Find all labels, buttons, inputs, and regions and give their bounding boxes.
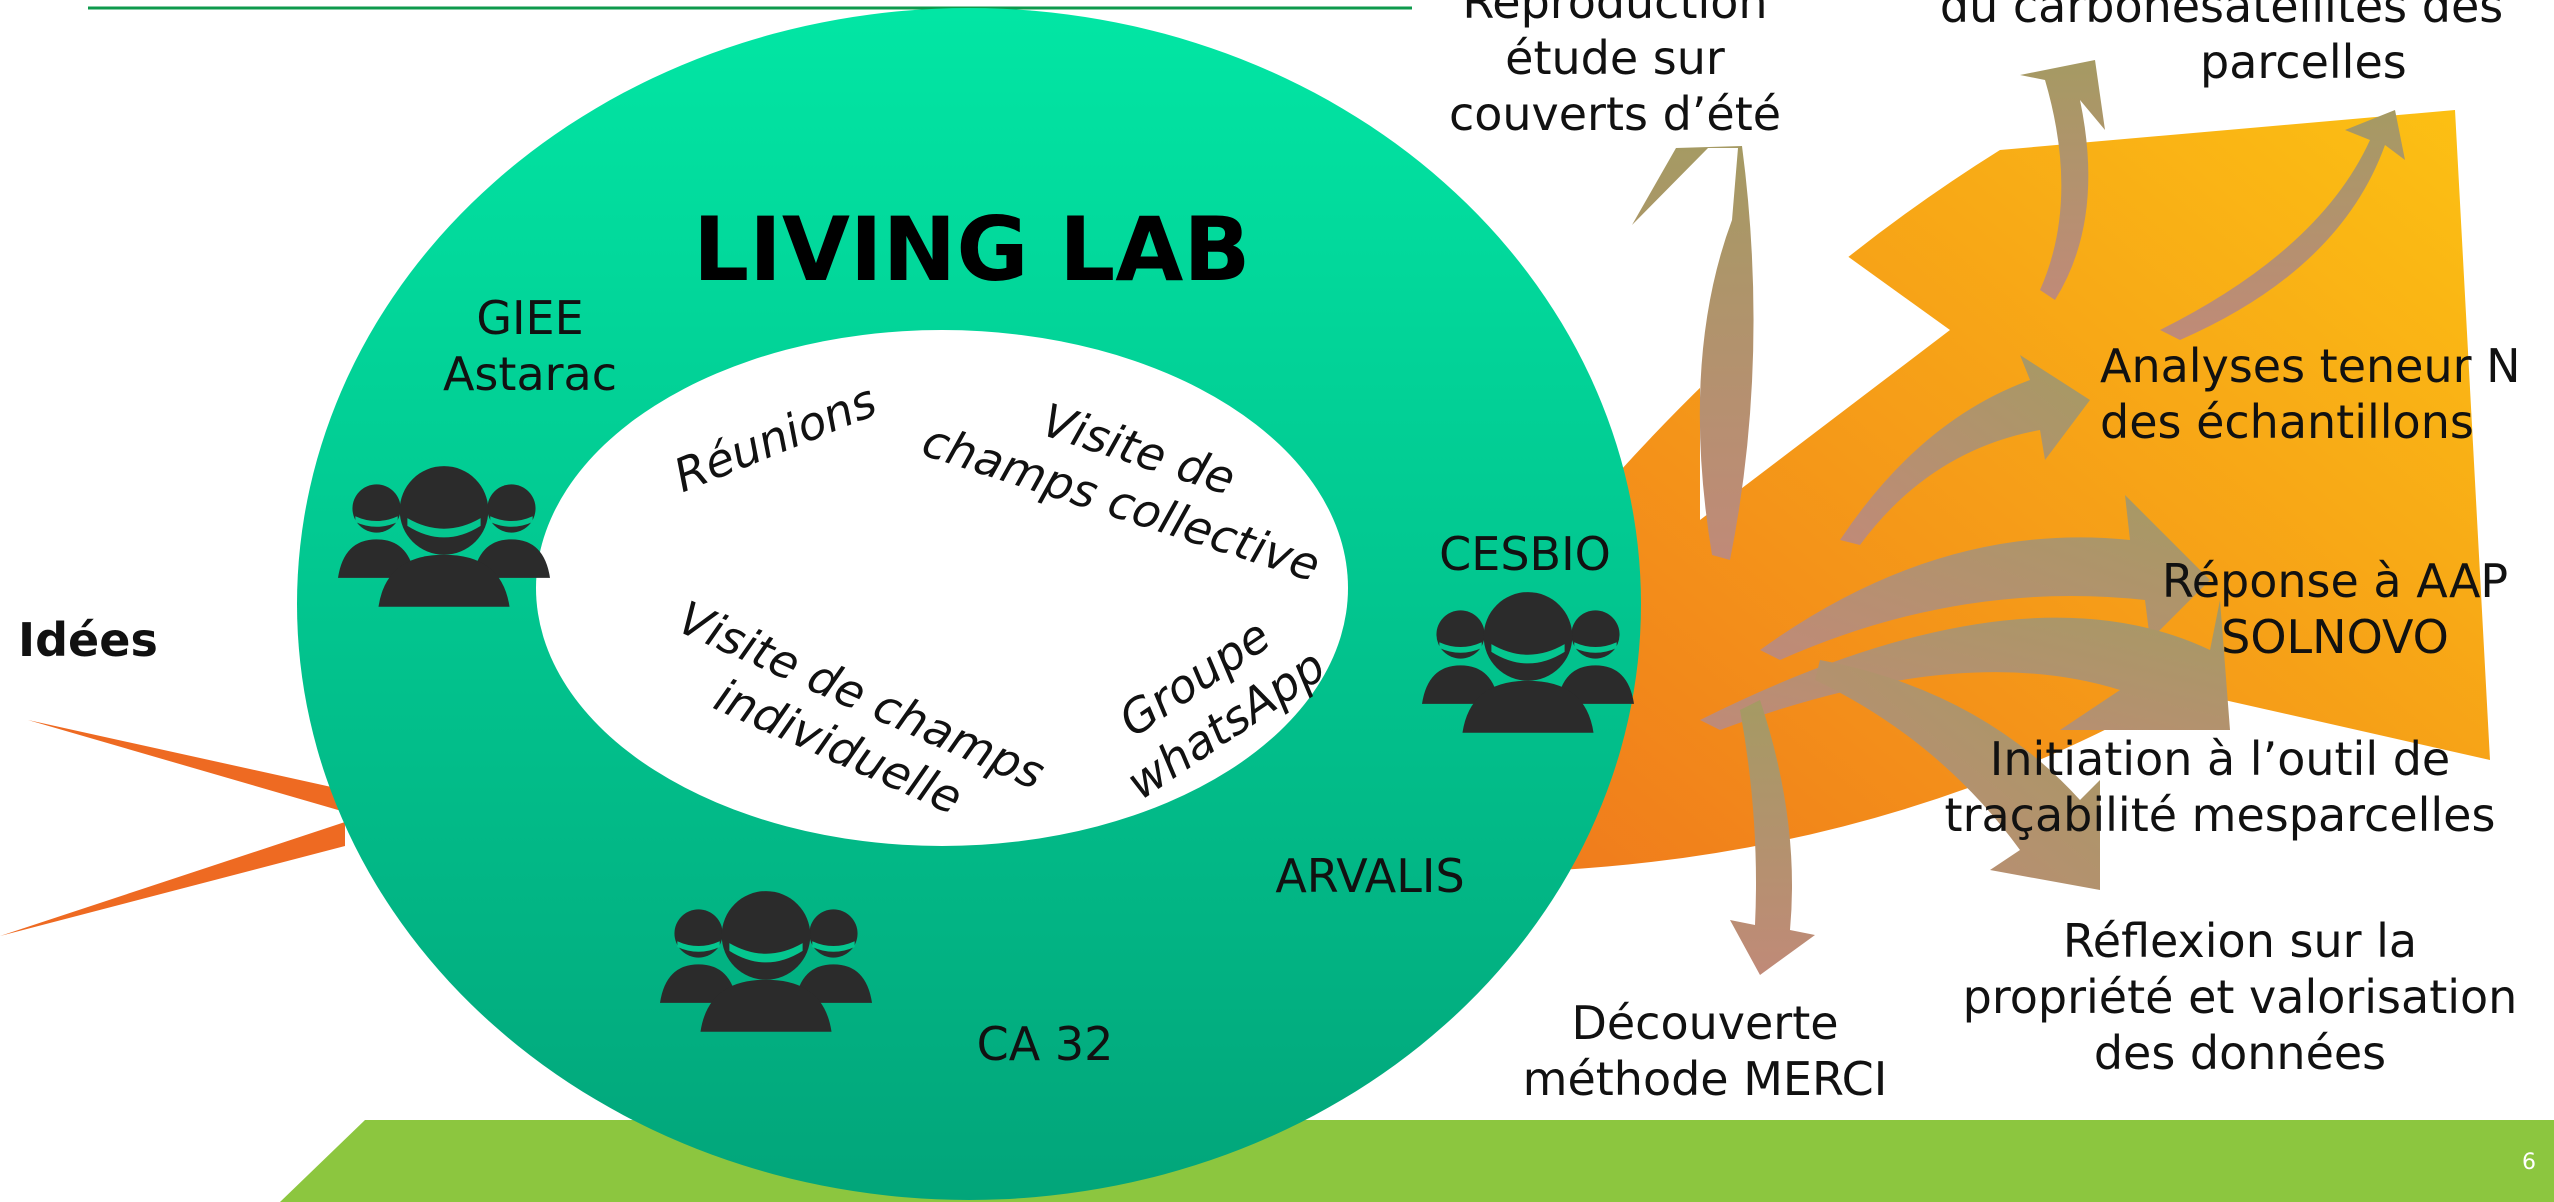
- input-label: Idées: [18, 613, 158, 667]
- arrow-carbone: [2020, 60, 2105, 300]
- page-number: 6: [2522, 1150, 2536, 1175]
- partner-arvalis: ARVALIS: [1275, 849, 1465, 903]
- outcome-satellites: satellites des parcelles: [2200, 0, 2504, 89]
- bottom-bar: [280, 1120, 2554, 1202]
- page-title: LIVING LAB: [693, 198, 1251, 301]
- arrow-reponse: [1760, 495, 2210, 660]
- arrow-reproduction: [1632, 146, 1754, 560]
- outcome-analyses: Analyses teneur N des échantillons: [2100, 339, 2521, 449]
- input-arrow-lower: [0, 822, 345, 936]
- outcome-carbone: du carbone: [1939, 0, 2201, 33]
- outcome-reponse: Réponse à AAP SOLNOVO: [2161, 554, 2509, 664]
- arrow-satellites: [2160, 110, 2405, 340]
- input-arrow-upper: [28, 720, 345, 812]
- living-lab-core: [536, 330, 1348, 846]
- outcome-reflexion: Réflexion sur la propriété et valorisati…: [1962, 914, 2518, 1080]
- arrow-initiation: [1700, 600, 2230, 730]
- outcome-initiation: Initiation à l’outil de traçabilité mesp…: [1944, 732, 2496, 842]
- partner-cesbio: CESBIO: [1439, 527, 1611, 581]
- output-arrow-notch: [1700, 150, 1950, 520]
- outcome-reproduction: Reproduction étude sur couverts d’été: [1448, 0, 1782, 141]
- partner-ca32: CA 32: [976, 1017, 1114, 1071]
- arrow-analyses: [1840, 355, 2090, 545]
- partner-giee: GIEE Astarac: [442, 291, 618, 401]
- arrow-reflexion: [1815, 660, 2100, 890]
- arrow-decouverte: [1730, 700, 1815, 975]
- outcome-decouverte: Découverte méthode MERCI: [1522, 996, 1888, 1106]
